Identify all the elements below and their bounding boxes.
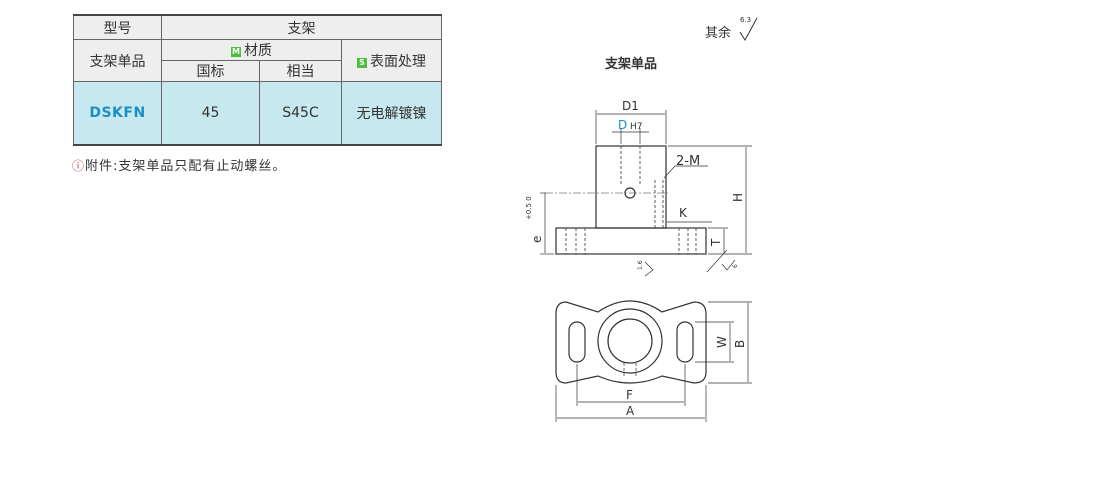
dim-b: B [733, 340, 747, 348]
header-equivalent: 相当 [259, 60, 342, 82]
top-hidden-lines [623, 363, 637, 378]
roughness-value: 6.3 [740, 16, 751, 24]
header-model: 型号 [73, 14, 162, 40]
cell-equivalent: S45C [259, 81, 342, 146]
accessory-note: ⓘ附件:支架单品只配有止动螺丝。 [72, 155, 286, 174]
top-view [555, 300, 707, 384]
dim-h: H [731, 193, 745, 202]
table-row: DSKFN 45 S45C 无电解镀镍 [73, 81, 442, 146]
rough-16: 1.6 [637, 260, 644, 270]
hidden-lines [565, 146, 697, 254]
dim-d: D [618, 118, 627, 132]
dim-a: A [626, 404, 635, 418]
dim-w: W [715, 336, 729, 348]
dim-screw: 2-M [676, 154, 700, 169]
roughness-label: 其余 [705, 26, 732, 41]
cell-code: DSKFN [73, 81, 162, 146]
cell-surface: 无电解镀镍 [341, 81, 442, 146]
dim-f: F [626, 388, 633, 402]
cell-standard: 45 [161, 81, 260, 146]
material-label: 材质 [244, 43, 272, 59]
material-badge-icon: M [231, 47, 241, 57]
drawing-title: 支架单品 [604, 56, 657, 72]
front-dimensions [540, 110, 752, 277]
rough-6: 6 [732, 264, 739, 268]
roughness-note: 其余 [705, 22, 731, 41]
note-text: 附件:支架单品只配有止动螺丝。 [85, 159, 287, 174]
dim-d-tol: H7 [630, 122, 643, 132]
header-standard: 国标 [161, 60, 260, 82]
warning-icon: ⓘ [72, 159, 86, 173]
surface-badge-icon: S [357, 57, 367, 68]
roughness-symbol-icon [739, 17, 758, 41]
top-dimensions [555, 301, 752, 422]
surface-label: 表面处理 [370, 53, 426, 70]
dim-t: T [709, 238, 723, 247]
dim-e-tol: +0.5 0 [525, 196, 533, 220]
header-single: 支架单品 [73, 39, 162, 82]
dim-k: K [679, 206, 688, 220]
dim-d1: D1 [622, 99, 639, 113]
dim-e: e [530, 236, 544, 243]
